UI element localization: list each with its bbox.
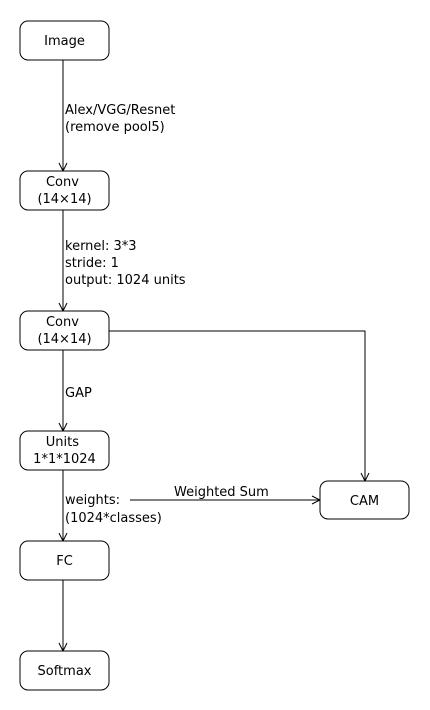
node-cam: CAM <box>319 480 410 520</box>
edge-label-conv-params: kernel: 3*3 stride: 1 output: 1024 units <box>65 239 186 288</box>
svg-text:Conv (14×14): Conv (14×14) <box>37 315 91 347</box>
edge-label-line: (1024*classes) <box>65 511 162 526</box>
node-label: CAM <box>350 494 379 509</box>
node-label: 1*1*1024 <box>33 452 96 467</box>
node-label: Softmax <box>38 664 92 679</box>
node-label: Conv <box>46 175 79 190</box>
edge-label-line: (remove pool5) <box>65 120 165 135</box>
edge-label-line: GAP <box>65 386 92 401</box>
node-conv2: Conv (14×14) <box>19 310 110 351</box>
svg-text:FC: FC <box>56 554 73 569</box>
node-label: Conv <box>46 315 79 330</box>
edge-label-line: weights: <box>65 493 120 508</box>
svg-text:Units 1*1*1024: Units 1*1*1024 <box>33 435 96 467</box>
edge-label-line: kernel: 3*3 <box>65 239 137 254</box>
edge-label-line: Alex/VGG/Resnet <box>65 103 175 118</box>
edge-label-line: Weighted Sum <box>174 485 269 500</box>
node-conv1: Conv (14×14) <box>19 170 110 211</box>
svg-text:Image: Image <box>44 34 85 49</box>
edge-conv2-to-cam <box>109 330 365 481</box>
node-fc: FC <box>19 540 110 581</box>
node-image: Image <box>19 20 110 61</box>
edge-label-gap: GAP <box>65 386 92 401</box>
edge-label-backbone: Alex/VGG/Resnet (remove pool5) <box>65 103 179 135</box>
node-label: Image <box>44 34 85 49</box>
edge-label-weighted-sum: Weighted Sum <box>174 485 269 500</box>
node-label: FC <box>56 554 73 569</box>
node-label: (14×14) <box>37 192 91 207</box>
edge-label-weights: weights: (1024*classes) <box>65 493 162 526</box>
node-softmax: Softmax <box>19 650 110 691</box>
edge-label-line: stride: 1 <box>65 256 119 271</box>
svg-text:CAM: CAM <box>350 494 379 509</box>
node-label: (14×14) <box>37 332 91 347</box>
node-label: Units <box>46 435 79 450</box>
svg-text:Softmax: Softmax <box>38 664 92 679</box>
svg-text:Conv (14×14): Conv (14×14) <box>37 175 91 207</box>
node-units: Units 1*1*1024 <box>19 430 110 471</box>
edge-label-line: output: 1024 units <box>65 273 186 288</box>
